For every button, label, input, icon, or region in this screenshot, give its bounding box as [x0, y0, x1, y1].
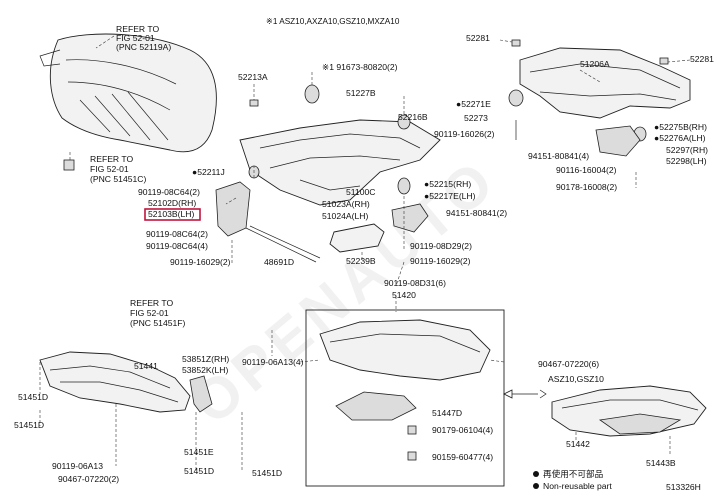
part-labels: 52213A ※1 91673-80820(2) 51227B 52216B ●…: [14, 33, 714, 484]
part-label: ※1 91673-80820(2): [322, 62, 398, 72]
part-label: 90119-08C64(4): [146, 241, 208, 251]
part-label: 52213A: [238, 72, 268, 82]
part-label: 90119-08C64(2): [138, 187, 200, 197]
part-label: 90119-06A13: [52, 461, 103, 471]
part-label: 51023A(RH): [322, 199, 370, 209]
refer-text-line: FIG 52-01: [130, 308, 169, 318]
header-note: ※1 ASZ10,AXZA10,GSZ10,MXZA10: [266, 17, 400, 26]
refer-note-52119A: REFER TO FIG 52-01 (PNC 52119A): [95, 24, 171, 52]
refer-text-line: REFER TO: [130, 298, 173, 308]
refer-text-line: FIG 52-01: [90, 164, 129, 174]
part-label: 53851Z(RH): [182, 354, 229, 364]
part-label: 52281: [466, 33, 490, 43]
sub-view-asz10-gsz10: [503, 385, 707, 456]
part-label: 90467-07220(2): [58, 474, 119, 484]
part-label: 90119-16026(2): [434, 129, 495, 139]
refer-note-51451F: REFER TO FIG 52-01 (PNC 51451F): [130, 298, 186, 328]
part-label: 52273: [464, 113, 488, 123]
part-label: 90179-06104(4): [432, 425, 493, 435]
part-label: 90178-16008(2): [556, 182, 617, 192]
part-label: 52216B: [398, 112, 428, 122]
part-label: 51451D: [184, 466, 214, 476]
part-label: 52298(LH): [666, 156, 707, 166]
part-label: ●52217E(LH): [424, 191, 476, 201]
part-label: 94151-80841(4): [528, 151, 589, 161]
sub-view-label: ASZ10,GSZ10: [548, 374, 604, 384]
refer-note-51451C: REFER TO FIG 52-01 (PNC 51451C): [63, 150, 146, 184]
part-label: ●52275B(RH): [654, 122, 707, 132]
legend-item-en: Non-reusable part: [543, 481, 612, 491]
part-label: 52103B(LH): [148, 209, 194, 219]
part-label: 90159-60477(4): [432, 452, 493, 462]
part-label: 51451D: [14, 420, 44, 430]
rear-crossmember-illustration: [508, 39, 691, 157]
part-label: 48691D: [264, 257, 294, 267]
part-label: 51451D: [18, 392, 48, 402]
refer-text-line: FIG 52-01: [116, 33, 155, 43]
footer-code: 513326H: [666, 482, 701, 492]
part-label: 52297(RH): [666, 145, 708, 155]
part-label: 90119-06A13(4): [242, 357, 304, 367]
part-label: 51206A: [580, 59, 610, 69]
part-label: 52281: [690, 54, 714, 64]
part-label: ●52211J: [192, 167, 225, 177]
part-label: ●52215(RH): [424, 179, 471, 189]
part-label: 51441: [134, 361, 158, 371]
part-label: 53852K(LH): [182, 365, 228, 375]
legend-item-jp: 再使用不可部品: [543, 468, 603, 479]
part-label: 51100C: [346, 187, 375, 197]
part-label: 90119-08D29(2): [410, 241, 472, 251]
part-label: 52239B: [346, 256, 376, 266]
part-label: 51447D: [432, 408, 462, 418]
part-label: 90467-07220(6): [538, 359, 599, 369]
part-label: 90116-16004(2): [556, 165, 617, 175]
part-label: 90119-16029(2): [410, 256, 471, 266]
part-label: 51442: [566, 439, 590, 449]
part-label: 90119-08C64(2): [146, 229, 208, 239]
part-label: 51451D: [252, 468, 282, 478]
highlight-box: [144, 208, 201, 221]
leader-lines-rear: [499, 39, 691, 188]
engine-under-cover-illustration: [39, 330, 273, 470]
front-crossmember-illustration: [215, 84, 441, 263]
part-label: 90119-08D31(6): [384, 278, 446, 288]
refer-text-line: REFER TO: [90, 154, 133, 164]
part-label: 51443B: [646, 458, 676, 468]
legend: 再使用不可部品 Non-reusable part: [533, 468, 612, 491]
part-label: ●52271E: [456, 99, 491, 109]
detail-box-51420: [299, 296, 505, 487]
part-label: 52102D(RH): [148, 198, 196, 208]
refer-text-line: (PNC 52119A): [116, 42, 171, 52]
refer-text-line: (PNC 51451F): [130, 318, 186, 328]
part-label: 94151-80841(2): [446, 208, 507, 218]
leader-lines-center: [225, 72, 405, 287]
part-label: 51227B: [346, 88, 376, 98]
refer-text-line: REFER TO: [116, 24, 159, 34]
part-label: 51024A(LH): [322, 211, 368, 221]
part-label: 90119-16029(2): [170, 257, 231, 267]
refer-text-line: (PNC 51451C): [90, 174, 146, 184]
part-label: 51451E: [184, 447, 214, 457]
front-bumper-illustration: [39, 33, 217, 153]
part-label: ●52276A(LH): [654, 133, 706, 143]
part-label: 51420: [392, 290, 416, 300]
